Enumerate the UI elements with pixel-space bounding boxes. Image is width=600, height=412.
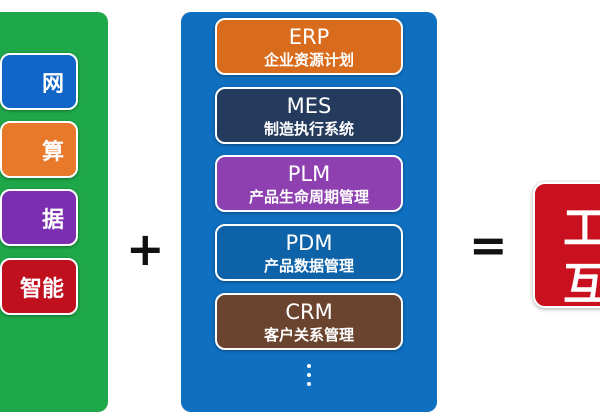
system-box-pdm: PDM 产品数据管理 <box>215 224 403 281</box>
left-item-label: 智能 <box>19 276 64 302</box>
left-item-label: 据 <box>41 207 64 233</box>
system-subtitle: 产品生命周期管理 <box>248 188 369 206</box>
left-item-computing: 算 <box>0 121 78 178</box>
system-title: PDM <box>285 231 333 255</box>
system-box-mes: MES 制造执行系统 <box>215 87 403 144</box>
system-title: PLM <box>287 162 331 186</box>
left-item-data: 据 <box>0 189 78 246</box>
system-title: MES <box>286 94 332 118</box>
left-item-label: 算 <box>41 139 64 165</box>
system-box-crm: CRM 客户关系管理 <box>215 293 403 350</box>
ellipsis-dot <box>307 382 311 386</box>
system-title: CRM <box>285 300 333 324</box>
left-item-network: 网 <box>0 53 78 110</box>
result-line-1: 工 <box>563 192 600 256</box>
system-subtitle: 产品数据管理 <box>263 257 354 275</box>
system-subtitle: 制造执行系统 <box>263 120 354 138</box>
ellipsis-dot <box>307 373 311 377</box>
system-box-erp: ERP 企业资源计划 <box>215 18 403 75</box>
equals-operator: = <box>469 218 508 272</box>
system-subtitle: 企业资源计划 <box>263 51 354 69</box>
system-subtitle: 客户关系管理 <box>263 326 354 344</box>
left-item-intelligence: 智能 <box>0 258 78 315</box>
system-title: ERP <box>288 25 330 49</box>
result-box: 工 互 <box>533 182 600 308</box>
result-line-2: 互 <box>563 248 600 306</box>
system-box-plm: PLM 产品生命周期管理 <box>215 155 403 212</box>
ellipsis-dot <box>307 364 311 368</box>
plus-operator: + <box>126 222 165 276</box>
left-item-label: 网 <box>41 71 64 97</box>
